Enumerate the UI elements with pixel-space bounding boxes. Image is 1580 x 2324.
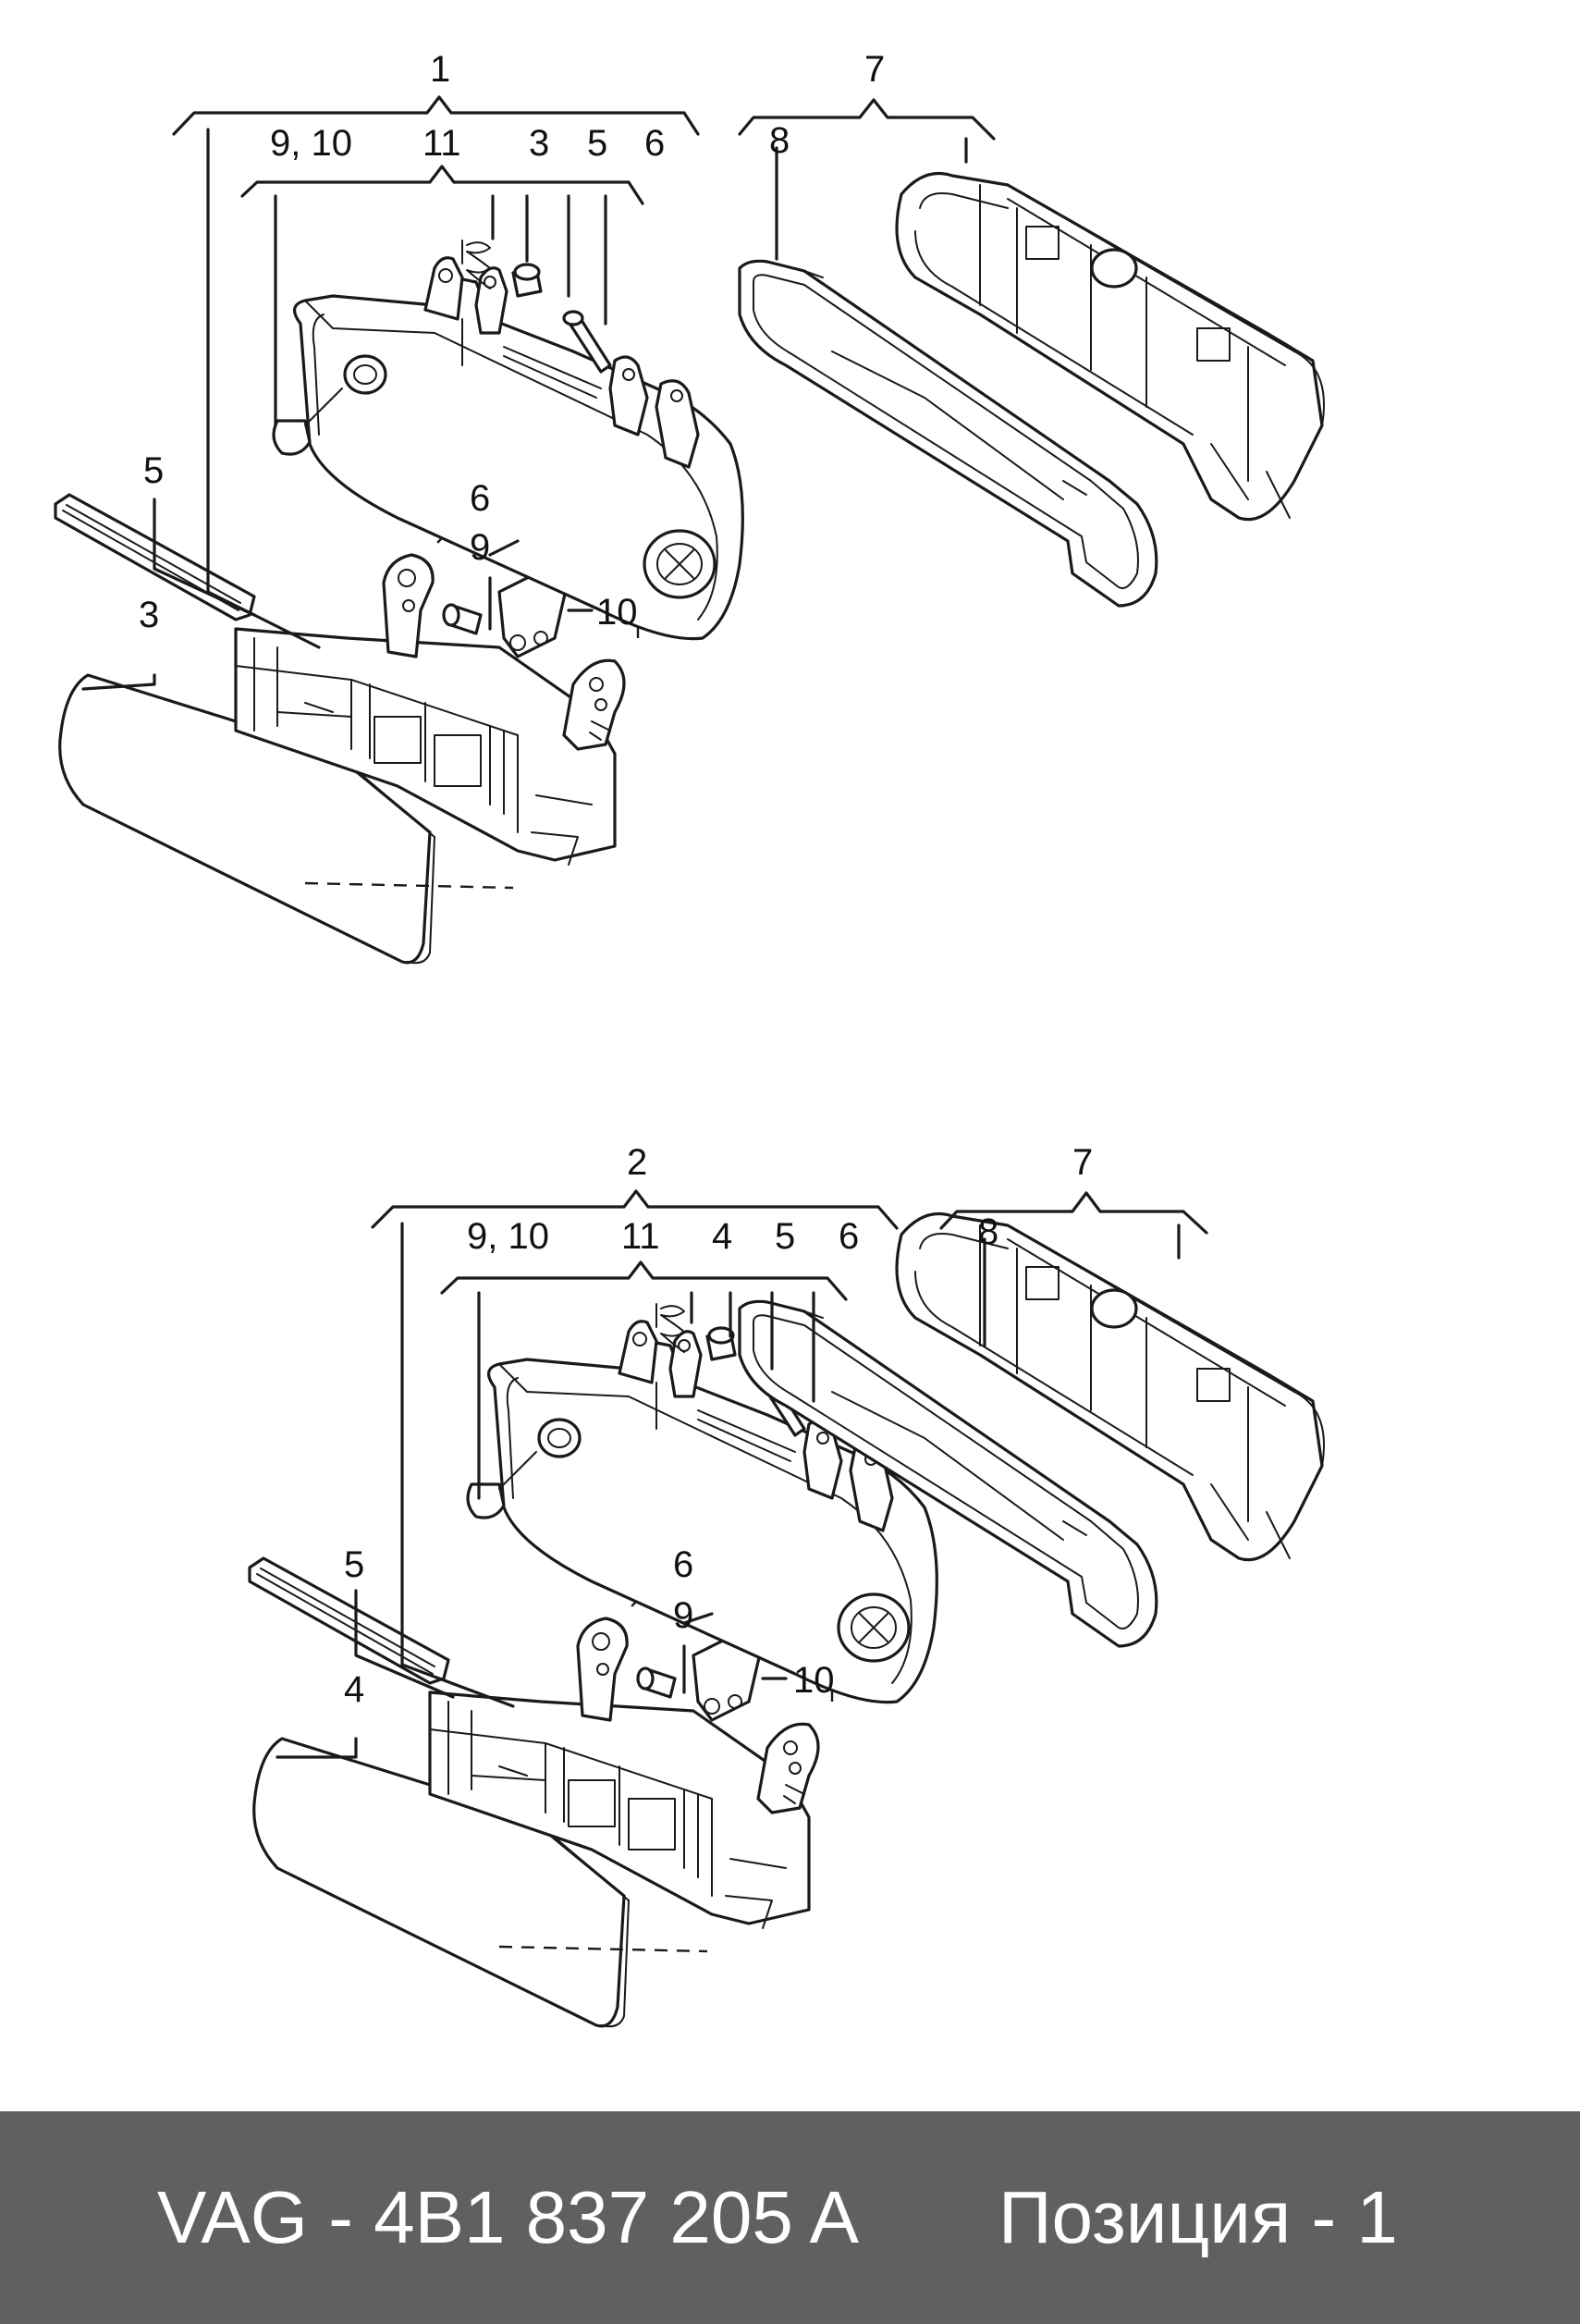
callout-2: 2 <box>627 1142 647 1183</box>
callout-6: 6 <box>644 123 665 164</box>
callout-5-strip: 5 <box>344 1544 364 1585</box>
callout-4-cover: 4 <box>344 1669 364 1710</box>
callout-9-10: 9, 10 <box>467 1216 549 1257</box>
callout-8: 8 <box>978 1211 998 1252</box>
callout-9-10: 9, 10 <box>270 123 352 164</box>
callout-5: 5 <box>587 123 607 164</box>
callout-9-pin: 9 <box>470 527 490 568</box>
callout-8: 8 <box>769 120 790 161</box>
position-label: Позиция - 1 <box>998 2176 1398 2258</box>
callout-7: 7 <box>864 49 885 90</box>
callout-4: 4 <box>712 1216 732 1257</box>
callout-7: 7 <box>1072 1142 1093 1183</box>
upper-callouts: 1 9, 10 11 3 5 6 7 8 5 3 6 9 10 <box>139 49 885 635</box>
footer-bar: VAG - 4B1 837 205 A Позиция - 1 <box>0 2111 1580 2324</box>
upper-assembly: 1 9, 10 11 3 5 6 7 8 5 3 6 9 10 <box>54 49 1326 965</box>
callout-11: 11 <box>621 1216 660 1257</box>
callout-10-lever: 10 <box>596 592 638 633</box>
lower-callouts: 2 9, 10 11 4 5 6 7 8 5 4 6 9 10 <box>344 1142 1093 1710</box>
callout-6-screw: 6 <box>470 478 490 519</box>
callout-10-lever: 10 <box>793 1660 835 1701</box>
callout-11: 11 <box>423 123 461 164</box>
exploded-parts-diagram: 1 9, 10 11 3 5 6 7 8 5 3 6 9 10 <box>54 49 1326 2028</box>
callout-3: 3 <box>529 123 549 164</box>
callout-9-pin: 9 <box>673 1595 693 1636</box>
callout-5-strip: 5 <box>143 450 164 491</box>
callout-6-screw: 6 <box>673 1544 693 1585</box>
part-number: VAG - 4B1 837 205 A <box>157 2176 860 2258</box>
callout-5: 5 <box>775 1216 795 1257</box>
callout-1: 1 <box>430 49 450 90</box>
callout-3-cover: 3 <box>139 595 159 635</box>
callout-6: 6 <box>839 1216 859 1257</box>
lower-assembly: 2 9, 10 11 4 5 6 7 8 5 4 6 9 10 <box>248 1142 1326 2028</box>
